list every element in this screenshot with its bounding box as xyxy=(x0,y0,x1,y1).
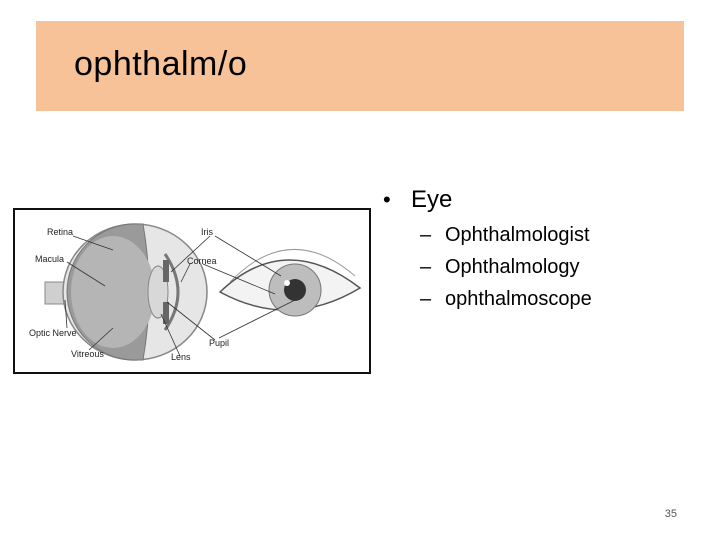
sub-bullet-text: ophthalmoscope xyxy=(445,288,592,310)
vitreous-shape xyxy=(71,236,155,348)
pupil-highlight xyxy=(284,280,290,286)
bullet-marker: • xyxy=(383,187,391,212)
label-cornea: Cornea xyxy=(187,256,217,266)
iris-lower-shape xyxy=(163,302,169,324)
label-retina: Retina xyxy=(47,227,73,237)
leader-lines xyxy=(64,235,296,357)
sub-bullet-item: – Ophthalmology xyxy=(420,251,703,283)
bullet-text: Eye xyxy=(411,186,453,213)
eyelid-crease xyxy=(229,248,356,283)
cornea-shape xyxy=(163,253,180,331)
label-pupil: Pupil xyxy=(209,338,229,348)
sub-bullet-marker: – xyxy=(420,288,432,310)
label-vitreous: Vitreous xyxy=(71,349,104,359)
sub-bullet-marker: – xyxy=(420,224,432,246)
title-banner: ophthalm/o xyxy=(36,21,684,111)
sub-bullet-item: – ophthalmoscope xyxy=(420,283,703,315)
eye-diagram: Retina Macula Optic Nerve Vitreous Lens … xyxy=(29,223,362,362)
label-iris: Iris xyxy=(201,227,213,237)
label-macula: Macula xyxy=(35,254,64,264)
label-optic-nerve: Optic Nerve xyxy=(29,328,77,338)
sub-bullet-list: – Ophthalmologist – Ophthalmology – opht… xyxy=(420,219,703,315)
eye-anatomy-figure: Retina Macula Optic Nerve Vitreous Lens … xyxy=(13,208,371,374)
sub-bullet-text: Ophthalmologist xyxy=(445,224,590,246)
slide-title: ophthalm/o xyxy=(74,45,248,83)
sub-bullet-text: Ophthalmology xyxy=(445,256,580,278)
iris-shape xyxy=(163,260,169,282)
sub-bullet-marker: – xyxy=(420,256,432,278)
bullet-list: • Eye – Ophthalmologist – Ophthalmology … xyxy=(383,183,703,315)
page-number: 35 xyxy=(664,508,677,520)
bullet-item: • Eye xyxy=(383,183,703,217)
label-lens: Lens xyxy=(171,352,191,362)
sub-bullet-item: – Ophthalmologist xyxy=(420,219,703,251)
